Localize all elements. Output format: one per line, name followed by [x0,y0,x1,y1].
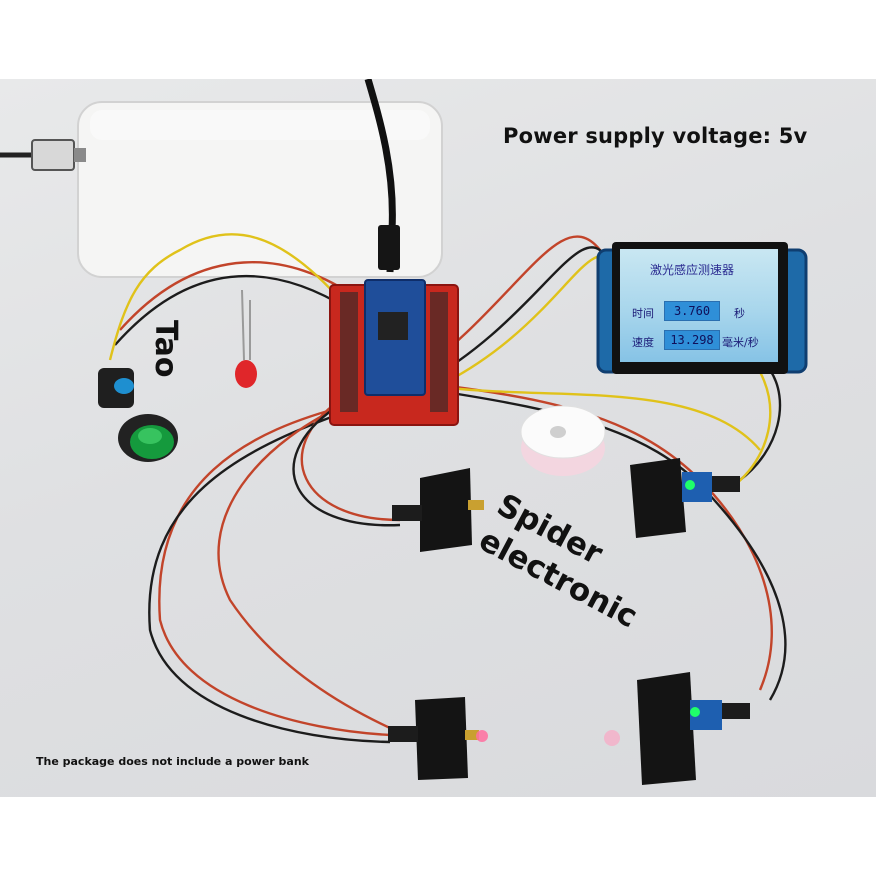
voltage-caption: Power supply voltage: 5v [503,124,808,148]
laser-emitter-top [392,468,484,552]
receiver-sensor-top [630,458,740,538]
shield-board [329,279,459,426]
lcd-time-unit: 秒 [734,307,745,320]
lcd-speed-value: 13.298 [664,330,720,350]
lcd-speed-unit: 毫米/秒 [722,336,759,349]
spool [520,405,606,476]
photo-scene [0,79,808,785]
lcd-time-label: 时间 [632,307,654,320]
black-usb-wire [364,79,396,273]
lcd-speed-label: 速度 [632,336,654,349]
lcd-time-value: 3.760 [664,301,720,321]
usb-cable [0,139,86,171]
lcd-title: 激光感应测速器 [650,263,735,277]
lcd-screen: 激光感应测速器 时间 3.760 秒 速度 13.298 毫米/秒 [620,249,778,362]
receiver-sensor-bottom [604,672,750,785]
laser-emitter-bottom [388,697,488,780]
label-tao: Tao [148,320,183,378]
powerbank-note: The package does not include a power ban… [36,755,309,768]
product-photo [0,79,876,797]
push-button [98,368,178,462]
mini-usb-plug [378,225,400,270]
red-led [235,289,257,388]
power-bank [77,101,443,278]
